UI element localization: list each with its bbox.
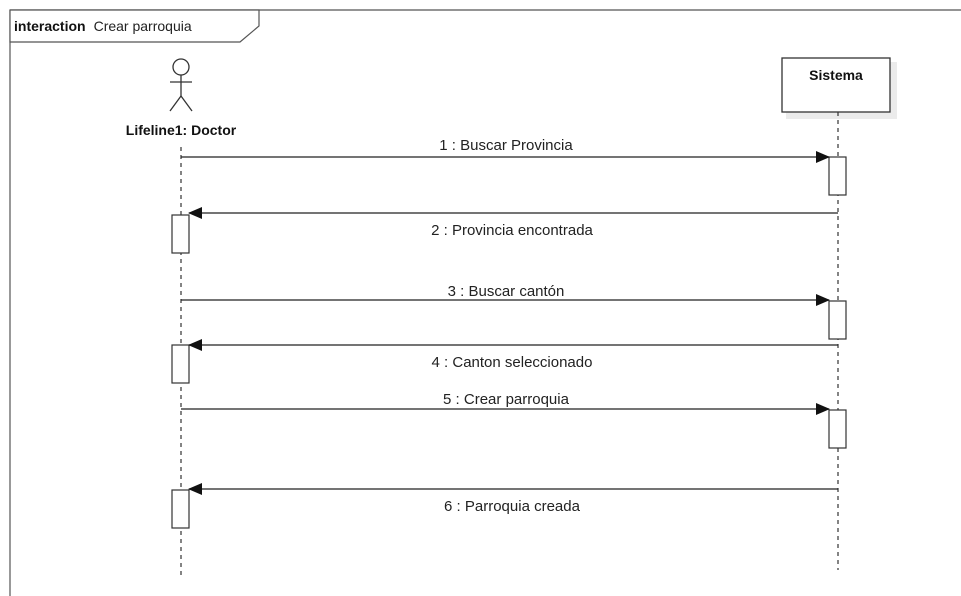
message-4: 4 : Canton seleccionado xyxy=(188,339,838,371)
stick-figure-actor-icon xyxy=(169,58,193,112)
message-5-label: 5 : Crear parroquia xyxy=(443,391,570,408)
message-2: 2 : Provincia encontrada xyxy=(188,207,838,239)
actor-doctor-label: Lifeline1: Doctor xyxy=(126,122,237,138)
message-5: 5 : Crear parroquia xyxy=(181,391,830,415)
message-1: 1 : Buscar Provincia xyxy=(181,137,830,163)
message-4-label: 4 : Canton seleccionado xyxy=(432,354,593,371)
activation-bar xyxy=(828,300,847,340)
lifeline-sistema-head: Sistema xyxy=(781,57,897,119)
message-3: 3 : Buscar cantón xyxy=(181,283,830,306)
activation-bar xyxy=(828,409,847,449)
frame-title: Crear parroquia xyxy=(94,18,192,34)
activation-bar xyxy=(828,156,847,196)
message-6: 6 : Parroquia creada xyxy=(188,483,838,515)
message-6-label: 6 : Parroquia creada xyxy=(444,498,581,515)
message-3-label: 3 : Buscar cantón xyxy=(448,283,565,300)
interaction-frame: interaction Crear parroquia xyxy=(9,9,961,596)
activation-bar xyxy=(171,214,190,254)
frame-label-pentagon xyxy=(9,9,260,43)
lifeline-sistema-label: Sistema xyxy=(809,67,863,83)
actor-doctor: Lifeline1: Doctor xyxy=(126,58,237,138)
message-1-label: 1 : Buscar Provincia xyxy=(439,137,573,154)
message-2-label: 2 : Provincia encontrada xyxy=(431,222,593,239)
svg-text:interaction Crear parroq: interaction Crear parroquia xyxy=(14,18,192,35)
activation-bar xyxy=(171,344,190,384)
activation-bar xyxy=(171,489,190,529)
frame-keyword: interaction xyxy=(14,18,86,34)
